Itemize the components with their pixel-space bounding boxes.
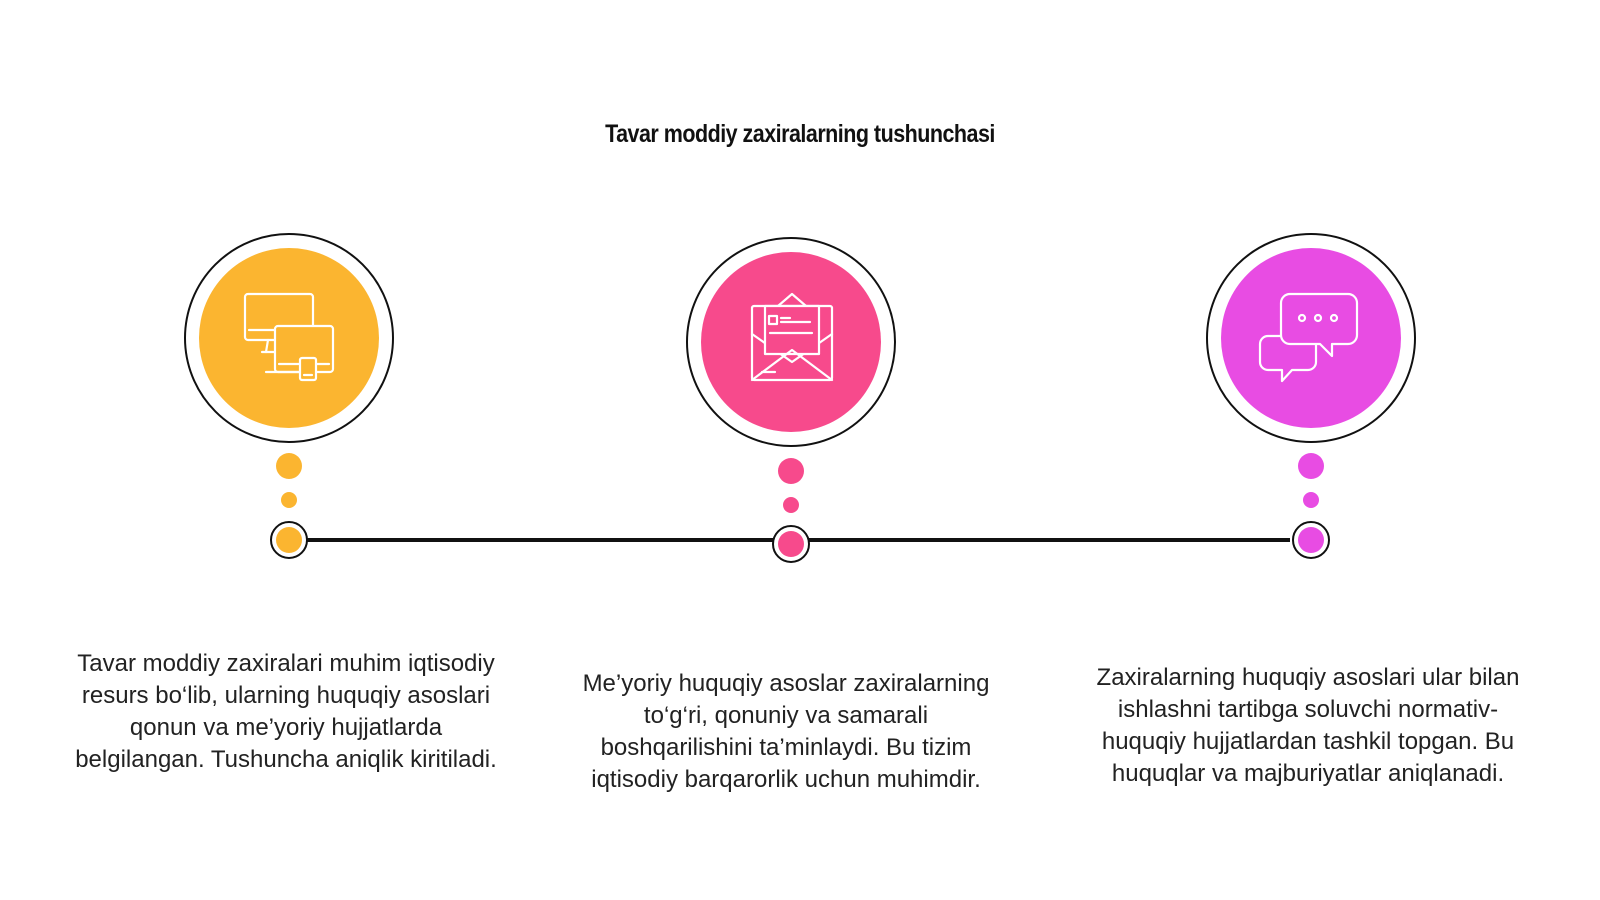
step-2-description: Me’yoriy huquqiy asoslar zaxiralarning t… <box>582 670 990 793</box>
step-2-dot-large <box>778 458 804 484</box>
step-3-description: Zaxiralarning huquqiy asoslari ular bila… <box>1096 664 1520 787</box>
mail-icon <box>750 292 834 382</box>
step-1-description: Tavar moddiy zaxiralari muhim iqtisodiy … <box>75 650 497 773</box>
step-1-dot-small <box>281 492 297 508</box>
step-1-dot-large <box>276 453 302 479</box>
step-2-dot-small <box>783 497 799 513</box>
step-1-marker <box>276 527 302 553</box>
devices-icon <box>243 292 335 382</box>
chat-icon <box>1258 292 1359 383</box>
page-title: Tavar moddiy zaxiralarning tushunchasi <box>605 120 995 148</box>
step-1 <box>184 233 394 559</box>
step-3-dot-large <box>1298 453 1324 479</box>
step-2-marker <box>778 531 804 557</box>
step-3 <box>1206 233 1416 559</box>
step-3-marker <box>1298 527 1324 553</box>
step-2 <box>686 237 896 563</box>
step-3-dot-small <box>1303 492 1319 508</box>
